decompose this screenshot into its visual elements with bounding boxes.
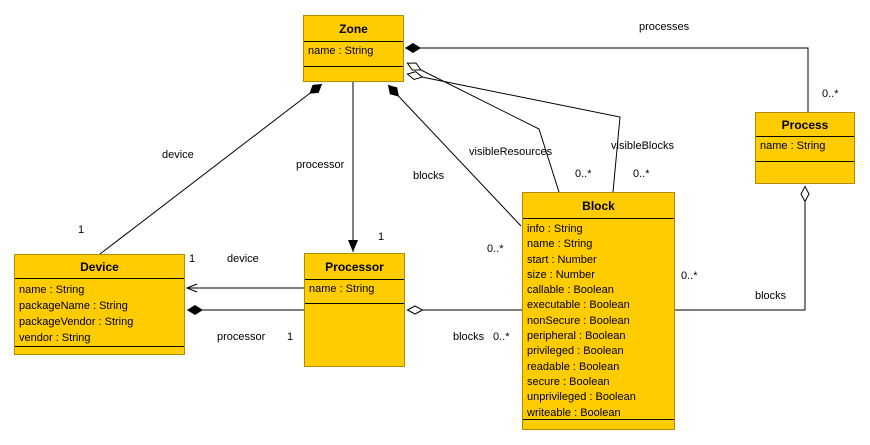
class-attributes: name : String [756,136,854,161]
class-operations-compartment [756,161,854,183]
class-name: Zone [339,21,368,36]
class-attribute: writeable : Boolean [527,406,621,419]
class-attribute: executable : Boolean [527,299,630,312]
assoc-label-processor-device: device [227,253,259,265]
edge-zone-visible-resources[interactable] [407,63,560,193]
class-attribute: callable : Boolean [527,284,614,297]
class-attribute: name : String [19,284,85,296]
class-operations-compartment [304,66,403,81]
multiplicity-processor-device: 1 [189,253,196,265]
class-attribute: name : String [527,238,593,251]
class-zone[interactable]: Zone name : String [303,15,404,82]
assoc-label-processor-blocks: blocks [453,331,485,343]
edge-process-blocks[interactable] [675,186,805,311]
class-block[interactable]: Block info : String name : String start : … [522,192,675,430]
multiplicity-processes: 0..* [822,88,839,100]
class-attribute: packageName : String [19,300,128,312]
multiplicity-visible-blocks: 0..* [633,168,650,180]
class-attribute: readable : Boolean [527,360,620,373]
class-attribute: nonSecure : Boolean [527,314,630,327]
edge-zone-blocks[interactable] [387,84,522,227]
class-device[interactable]: Device name : String packageName : String… [14,254,185,355]
class-attribute: name : String [309,283,375,295]
class-name: Device [80,259,119,274]
assoc-label-visible-blocks: visibleBlocks [611,140,674,152]
class-name: Processor [325,259,384,274]
multiplicity-zone-device: 1 [78,224,85,236]
assoc-label-zone-processor: processor [296,159,345,171]
class-operations-compartment [523,419,674,429]
assoc-label-zone-device: device [162,149,194,161]
assoc-label-process-blocks: blocks [755,290,787,302]
class-attributes: name : String packageName : String package… [15,278,184,346]
class-attribute: name : String [308,45,374,57]
edge-zone-device[interactable] [99,83,323,255]
multiplicity-process-blocks: 0..* [681,270,698,282]
class-attribute: info : String [527,223,583,235]
multiplicity-visible-resources: 0..* [575,168,592,180]
edge-zone-visible-blocks[interactable] [407,74,621,193]
class-attribute: start : Number [527,253,597,266]
class-attributes: name : String [305,279,404,303]
class-process[interactable]: Process name : String [755,112,855,184]
class-attribute: privileged : Boolean [527,345,624,358]
assoc-label-device-processor: processor [217,331,266,343]
multiplicity-device-processor: 1 [287,331,294,343]
class-attribute: peripheral : Boolean [527,330,626,343]
class-attribute: unprivileged : Boolean [527,391,636,404]
class-attribute: vendor : String [19,332,91,344]
multiplicity-zone-blocks: 0..* [487,243,504,255]
multiplicity-zone-processor: 1 [378,231,385,243]
class-processor[interactable]: Processor name : String [304,253,405,367]
edge-zone-processes[interactable] [405,43,809,112]
class-operations-compartment [305,303,404,366]
class-operations-compartment [15,346,184,354]
class-name: Process [781,117,829,132]
assoc-label-zone-blocks: blocks [413,170,445,182]
class-attribute: size : Number [527,268,595,281]
class-attribute: secure : Boolean [527,375,610,388]
class-attribute: name : String [760,140,826,152]
assoc-label-processes: processes [639,21,690,33]
multiplicity-processor-blocks: 0..* [493,331,510,343]
class-name: Block [582,198,615,213]
class-attribute: packageVendor : String [19,316,134,328]
assoc-label-visible-resources: visibleResources [469,146,553,158]
class-attributes: info : String name : String start : Number… [523,218,674,419]
class-attributes: name : String [304,41,403,66]
